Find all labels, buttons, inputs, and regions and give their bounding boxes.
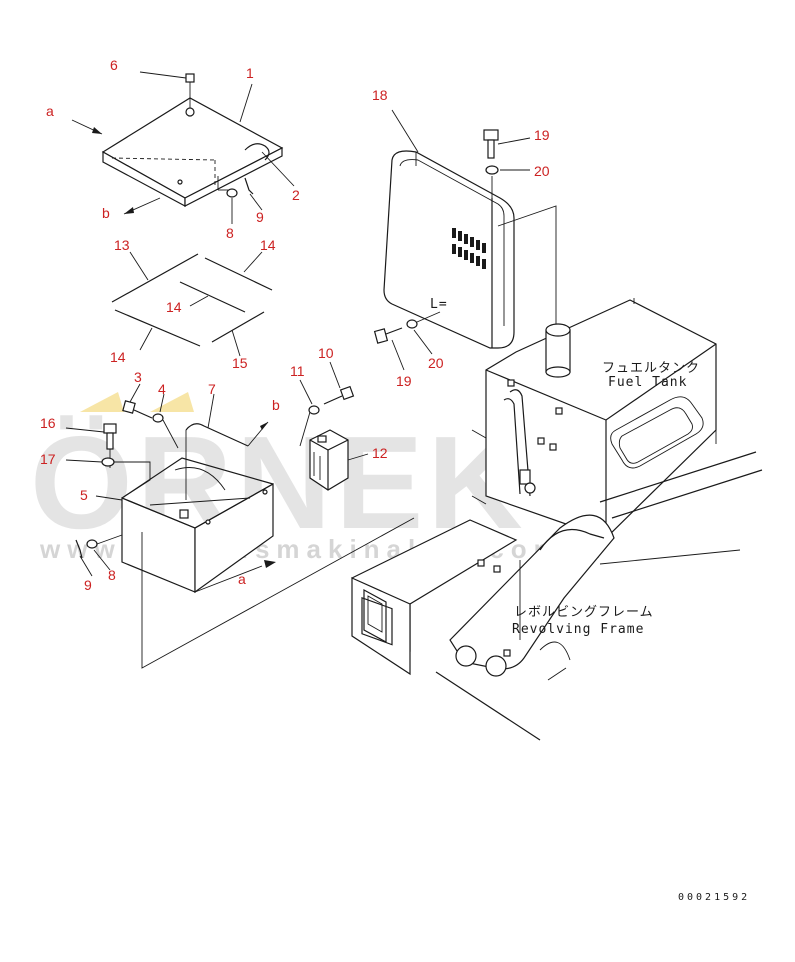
connector-lines-left (141, 517, 415, 669)
ref-a-bottom: a (238, 571, 246, 587)
callout-8-bottom: 8 (108, 567, 116, 583)
document-number: 00021592 (678, 892, 750, 903)
box-hardware-left (75, 534, 123, 559)
callout-4: 4 (158, 381, 166, 397)
callout-7: 7 (208, 381, 216, 397)
callout-17: 17 (40, 451, 56, 467)
callout-10: 10 (318, 345, 334, 361)
callout-3: 3 (134, 369, 142, 385)
callout-5: 5 (80, 487, 88, 503)
battery-cover-part-18: L= (383, 150, 515, 349)
ref-b-top: b (102, 205, 110, 221)
fuel-tank-label-jp: フュエルタンク (602, 361, 700, 376)
callout-6: 6 (110, 57, 118, 73)
reference-letters: a b b a (46, 103, 280, 587)
callout-numbers: 6 1 2 8 9 13 14 14 14 15 3 4 7 16 17 5 9… (40, 57, 550, 593)
relay-12 (309, 429, 349, 491)
revolving-frame (351, 451, 763, 741)
part-labels: フュエルタンク Fuel Tank レボルビングフレーム Revolving F… (512, 361, 700, 637)
washer-11 (299, 405, 320, 447)
callout-19-side: 19 (396, 373, 412, 389)
callout-18: 18 (372, 87, 388, 103)
callout-13: 13 (114, 237, 130, 253)
callout-15: 15 (232, 355, 248, 371)
washer-20-side (406, 311, 441, 329)
callout-12: 12 (372, 445, 388, 461)
callout-16: 16 (40, 415, 56, 431)
frame-label-jp: レボルビングフレーム (514, 605, 654, 620)
fuel-tank (471, 298, 717, 539)
bolt-10 (323, 385, 355, 405)
bolt-3 (122, 400, 153, 419)
leader-lines (65, 71, 531, 577)
battery-box-part-5 (121, 457, 274, 594)
callout-2: 2 (292, 187, 300, 203)
cover-mark: L= (430, 297, 448, 312)
ref-b-mid: b (272, 397, 280, 413)
callout-14-left: 14 (110, 349, 126, 365)
ref-arrow-b-top (123, 197, 161, 215)
seal-strips (111, 253, 273, 347)
callout-14-mid: 14 (166, 299, 182, 315)
callout-19-top: 19 (534, 127, 550, 143)
callout-11: 11 (290, 363, 305, 379)
callout-20-side: 20 (428, 355, 444, 371)
frame-label-en: Revolving Frame (512, 622, 644, 637)
cover-hardware (217, 176, 254, 198)
watermark-accent-shape (80, 392, 124, 412)
bolt-19-side (373, 327, 403, 344)
fuel-tank-label-en: Fuel Tank (608, 375, 687, 390)
callout-20-top: 20 (534, 163, 550, 179)
washer-4 (152, 413, 179, 449)
vent-louvers (452, 228, 486, 269)
callout-8-top: 8 (226, 225, 234, 241)
cable-7 (185, 421, 269, 500)
bolt-19-top (483, 129, 499, 159)
cover-part-1 (101, 73, 284, 208)
callout-9-top: 9 (256, 209, 264, 225)
watermark: ÖRNEK www.ornekismakinalari.com.tr (30, 392, 604, 564)
ref-arrow-a-top (71, 119, 103, 135)
callout-1: 1 (246, 65, 254, 81)
callout-14-right: 14 (260, 237, 276, 253)
callout-9-bottom: 9 (84, 577, 92, 593)
ref-a-top: a (46, 103, 54, 119)
